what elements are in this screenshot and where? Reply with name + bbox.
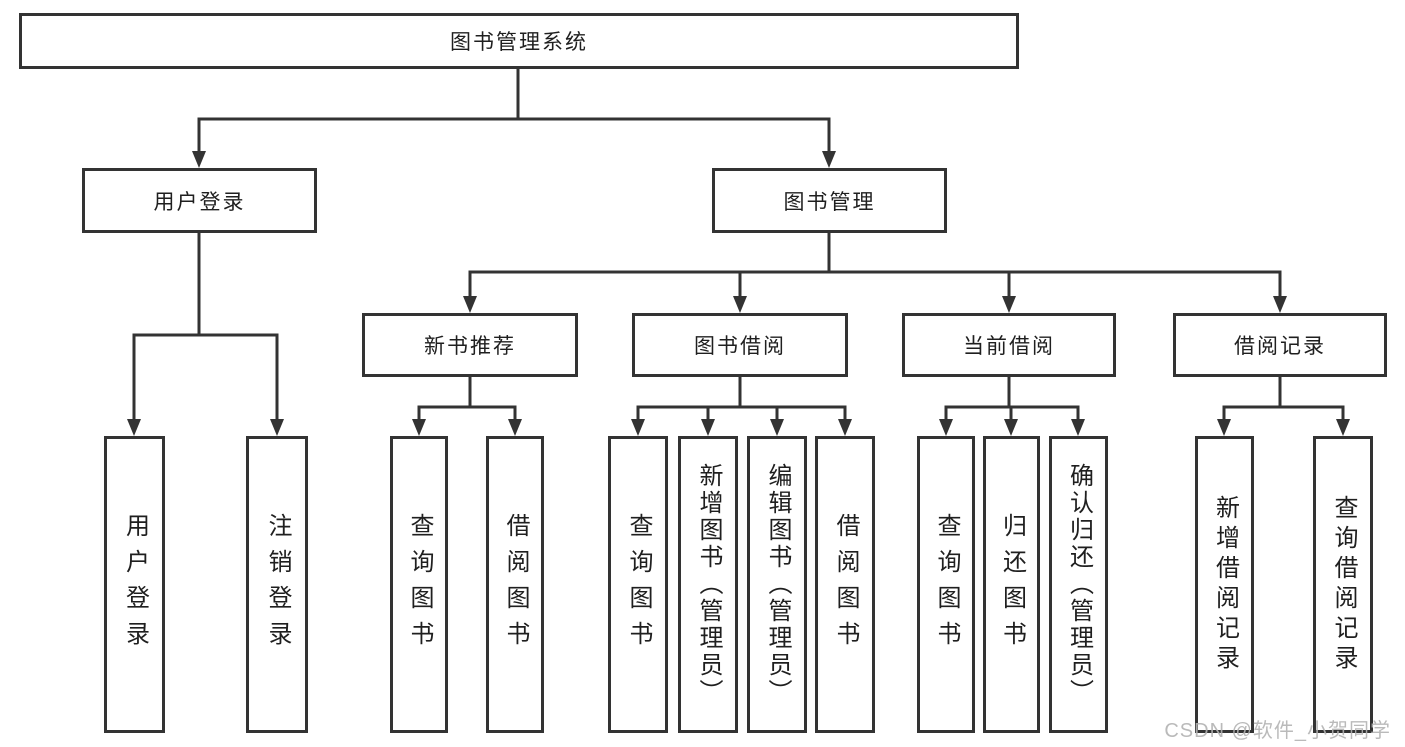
node-borrowing-records: 借阅记录 [1173, 313, 1387, 377]
leaf-add-borrow-record: 新增借阅记录 [1195, 436, 1254, 733]
leaf-query-books-borrow: 查询图书 [608, 436, 668, 733]
leaf-query-books-recommend: 查询图书 [390, 436, 448, 733]
node-current-borrowing: 当前借阅 [902, 313, 1116, 377]
leaf-edit-books-admin: 编辑图书（管理员） [747, 436, 807, 733]
leaf-confirm-return-admin: 确认归还（管理员） [1049, 436, 1108, 733]
leaf-borrow-books: 借阅图书 [815, 436, 875, 733]
leaf-add-books-admin: 新增图书（管理员） [678, 436, 738, 733]
node-book-management: 图书管理 [712, 168, 947, 233]
leaf-borrow-books-recommend: 借阅图书 [486, 436, 544, 733]
leaf-query-borrow-record: 查询借阅记录 [1313, 436, 1373, 733]
node-new-book-recommend: 新书推荐 [362, 313, 578, 377]
leaf-return-books: 归还图书 [983, 436, 1040, 733]
node-book-borrowing: 图书借阅 [632, 313, 848, 377]
node-user-login: 用户登录 [82, 168, 317, 233]
csdn-watermark: CSDN @软件_小贺同学 [1164, 720, 1391, 742]
leaf-user-login: 用户登录 [104, 436, 165, 733]
leaf-query-books-current: 查询图书 [917, 436, 975, 733]
leaf-logout: 注销登录 [246, 436, 308, 733]
node-root-library-system: 图书管理系统 [19, 13, 1019, 69]
